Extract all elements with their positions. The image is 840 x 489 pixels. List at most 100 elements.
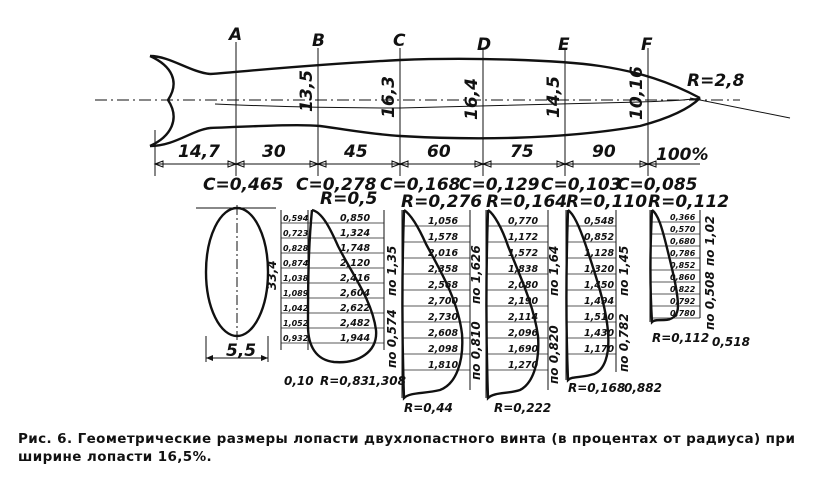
- radial-spacing-5: 90: [592, 142, 616, 162]
- section-e-side: по 1,45: [617, 246, 631, 296]
- section-label-a: A: [227, 25, 242, 45]
- section-c-lower-side: по 0,810: [469, 321, 483, 380]
- section-b-left-5: 1,089: [283, 289, 309, 298]
- section-c-radius-top: R=0,276: [401, 192, 482, 212]
- radial-spacing-2: 45: [343, 142, 368, 162]
- section-f-lower-side: по 0,508: [703, 271, 717, 330]
- section-c-rungs: [402, 225, 470, 371]
- section-c-value-7: 2,608: [428, 328, 458, 339]
- section-d-value-1: 1,172: [508, 232, 538, 243]
- section-e-value-8: 1,170: [584, 344, 614, 355]
- section-c-side: по 1,626: [469, 245, 483, 304]
- section-b-left-3: 0,874: [283, 259, 309, 268]
- blade-trailing-edge: [209, 97, 701, 140]
- section-b-left-6: 1,042: [283, 304, 309, 313]
- section-d-value-8: 1,690: [508, 344, 538, 355]
- section-a-profile: 5,5 33,4: [196, 205, 279, 362]
- section-b-radius-top: R=0,5: [320, 189, 377, 209]
- section-c-value-6: 2,730: [428, 312, 458, 323]
- section-b-bottom-right: 1,308: [368, 374, 406, 388]
- chord-value-d: 16,4: [462, 78, 482, 120]
- section-b-left-7: 1,052: [283, 319, 309, 328]
- section-b-right-7: 2,482: [340, 318, 370, 329]
- section-f-value-4: 0,852: [670, 261, 696, 270]
- section-f-value-3: 0,786: [670, 249, 696, 258]
- section-d-profile-curve: [485, 209, 540, 401]
- section-d-value-7: 2,096: [508, 328, 538, 339]
- section-b-lower-side: по 0,574: [385, 309, 399, 368]
- section-f-radius-bottom: R=0,112: [652, 331, 709, 345]
- radial-spacing-1: 30: [262, 142, 286, 162]
- section-e-value-0: 0,548: [584, 216, 614, 227]
- section-f-value-7: 0,792: [670, 297, 696, 306]
- section-label-c: C: [393, 31, 406, 51]
- figure-caption: Рис. 6. Геометрические размеры лопасти д…: [18, 431, 796, 465]
- section-f-value-0: 0,366: [670, 213, 696, 222]
- chord-value-f: 10,16: [627, 66, 647, 120]
- section-b-left-2: 0,828: [283, 244, 309, 253]
- blade-plan-view: R=2,8: [95, 54, 791, 148]
- section-e-value-2: 1,128: [584, 248, 614, 259]
- section-b-right-4: 2,416: [340, 273, 370, 284]
- section-f-radius-top: R=0,112: [648, 192, 729, 212]
- section-c-value-8: 2,098: [428, 344, 458, 355]
- thickness-ratios: C=0,465 C=0,278 C=0,168 C=0,129 C=0,103 …: [203, 175, 698, 195]
- section-e-radius-bottom: R=0,168: [568, 381, 625, 395]
- section-b-right-6: 2,622: [340, 303, 370, 314]
- section-c-profile: R=0,276 1,056 1,578 2,016 2,358 2,568 2,…: [401, 192, 483, 415]
- section-c-value-1: 1,578: [428, 232, 458, 243]
- section-d-value-0: 0,770: [508, 216, 538, 227]
- chord-dimensions: 13,5 16,3 16,4 14,5 10,16: [297, 58, 649, 140]
- thickness-ratio-a: C=0,465: [203, 175, 284, 195]
- section-f-rungs: [650, 221, 700, 319]
- section-e-value-4: 1,450: [584, 280, 614, 291]
- section-f-value-1: 0,570: [670, 225, 696, 234]
- section-d-profile: R=0,164 0,770 1,172 1,572 1,838 2,080 2,…: [485, 192, 567, 415]
- section-f-value-8: 0,780: [670, 309, 696, 318]
- section-d-value-6: 2,114: [508, 312, 538, 323]
- section-e-profile: R=0,110 0,548 0,852 1,128 1,320 1,450 1,…: [565, 192, 662, 395]
- radial-dim-arrows: [153, 160, 657, 168]
- section-b-right-3: 2,120: [340, 258, 370, 269]
- section-c-value-3: 2,358: [428, 264, 458, 275]
- section-f-value-5: 0,860: [670, 273, 696, 282]
- section-label-b: B: [312, 31, 325, 51]
- section-b-right-5: 2,604: [340, 288, 370, 299]
- section-d-value-3: 1,838: [508, 264, 538, 275]
- blade-leading-edge: [209, 57, 701, 100]
- section-d-side: по 1,64: [547, 246, 561, 296]
- thickness-ratio-e: C=0,103: [541, 175, 622, 195]
- section-c-value-4: 2,568: [428, 280, 458, 291]
- section-c-value-2: 2,016: [428, 248, 458, 259]
- section-d-value-2: 1,572: [508, 248, 538, 259]
- section-d-value-5: 2,190: [508, 296, 538, 307]
- section-b-right-1: 1,324: [340, 228, 370, 239]
- section-c-value-9: 1,810: [428, 360, 458, 371]
- section-e-value-5: 1,494: [584, 296, 614, 307]
- section-label-d: D: [477, 35, 491, 55]
- section-e-value-6: 1,510: [584, 312, 614, 323]
- section-b-right-8: 1,944: [340, 333, 370, 344]
- thickness-ratio-b: C=0,278: [296, 175, 377, 195]
- section-a-side: 33,4: [265, 260, 279, 290]
- section-e-value-3: 1,320: [584, 264, 614, 275]
- section-f-value-2: 0,680: [670, 237, 696, 246]
- section-f-value-6: 0,822: [670, 285, 696, 294]
- section-b-left-4: 1,038: [283, 274, 309, 283]
- section-b-profile: R=0,5 0,594 0,723 0,828 0,874 1,038 1,08…: [280, 189, 406, 388]
- section-b-right-0: 0,850: [340, 213, 370, 224]
- radial-spacing-4: 75: [510, 142, 534, 162]
- section-b-side: по 1,35: [385, 246, 399, 296]
- section-b-left-0: 0,594: [283, 214, 309, 223]
- section-e-bottom-right: 0,882: [624, 381, 662, 395]
- chord-value-b: 13,5: [297, 70, 317, 112]
- chord-value-c: 16,3: [379, 76, 399, 118]
- max-thickness-line: [214, 97, 701, 109]
- section-f-profile-curve: [649, 209, 680, 325]
- section-b-right-2: 1,748: [340, 243, 370, 254]
- section-d-radius-bottom: R=0,222: [494, 401, 551, 415]
- section-c-value-5: 2,700: [428, 296, 458, 307]
- section-f-profile: R=0,112 0,366 0,570 0,680 0,786 0,852 0,…: [648, 192, 750, 349]
